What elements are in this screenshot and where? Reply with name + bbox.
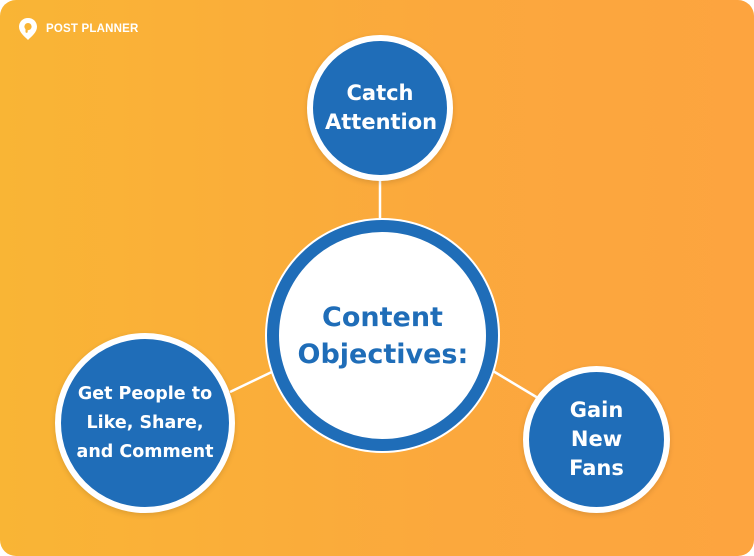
node-gain-new-fans: Gain New Fans [523,366,670,513]
brand: POST PLANNER [18,17,139,41]
connector-bottom-right [487,366,539,400]
node-content-objectives: Content Objectives: [267,220,498,451]
map-pin-logo-icon [19,18,37,40]
node-engagement-label: Get People to Like, Share, and Comment [76,383,214,462]
connector-bottom-left [229,367,279,394]
node-gain-new-fans-label: Gain New Fans [569,398,624,480]
node-content-objectives-label: Content Objectives: [297,301,469,370]
brand-name: POST PLANNER [46,23,139,35]
node-catch-attention-label: Catch Attention [325,81,438,134]
node-catch-attention: Catch Attention [307,35,453,181]
node-engagement: Get People to Like, Share, and Comment [55,333,235,513]
